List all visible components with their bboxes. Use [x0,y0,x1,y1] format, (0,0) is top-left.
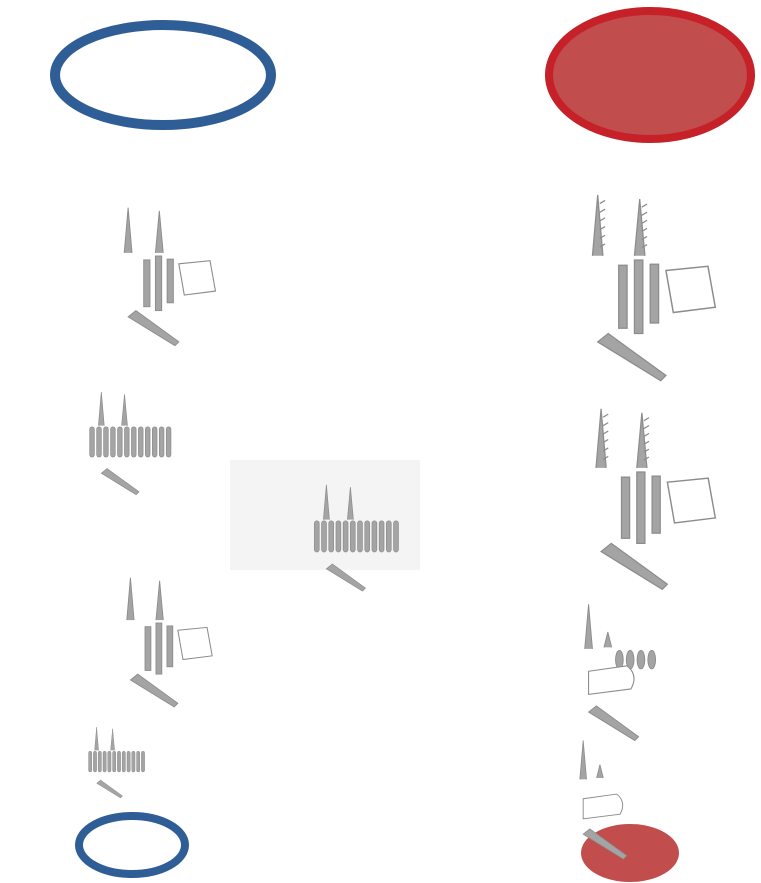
dorsal-spine [156,581,163,620]
rib-segment [113,751,116,772]
dorsal-spine [637,413,649,468]
rib-segment [111,427,116,457]
rib-oval [648,650,656,668]
rib-segment [372,521,377,552]
legend-ellipse-top-right [549,11,751,139]
dorsal-spine [585,604,593,649]
vertebra [621,477,629,538]
rib-segment [329,521,334,552]
pectoral-fin [583,794,623,819]
pectoral-fin [589,666,634,694]
dorsal-spine [124,208,132,253]
dorsal-spine [597,765,604,778]
rib-segment [118,427,123,457]
rib-segment [386,521,391,552]
pectoral-fin [178,627,212,659]
dorsal-spine [604,632,612,647]
dorsal-spine [127,578,134,620]
rib-segment [132,751,135,772]
vertebra [167,259,173,303]
rib-segment [90,427,95,457]
rib-segment [93,751,96,772]
rib-segment [127,751,130,772]
vertebra [156,623,162,674]
pectoral-fin [179,261,216,295]
rib-segment [350,521,355,552]
dorsal-spine [111,729,115,751]
rib-segment [131,427,136,457]
legend-ellipse-bottom-left [79,816,185,874]
rib-segment [98,751,101,772]
rib-segment [97,427,102,457]
rib-segment [152,427,157,457]
rib-segment [365,521,370,552]
rib-segment [379,521,384,552]
rib-segment [394,521,399,552]
vertebra [145,627,151,671]
rib-segment [108,751,111,772]
dorsal-spine [98,392,104,426]
dorsal-spine [323,485,329,520]
dorsal-spine [592,195,605,256]
rib-segment [125,427,130,457]
rib-segment [141,751,144,772]
vertebra [637,472,645,543]
rib-segment [314,521,319,552]
pectoral-fin [666,266,715,312]
rib-segment [104,427,109,457]
fish-specimen-l4 [35,712,159,788]
rib-oval [637,650,645,668]
fish-specimen-r1 [436,155,761,355]
vertebra [634,260,642,334]
rib-segment [336,521,341,552]
rib-segment [343,521,348,552]
vertebra [652,476,660,533]
legend-ellipse-top-left [55,25,271,125]
dorsal-spine [122,394,128,425]
fish-specimen-l3 [18,550,244,689]
fish-specimen-r3 [470,575,709,721]
rib-segment [117,751,120,772]
vertebra [144,260,150,307]
fish-specimen-r2 [444,370,760,564]
rib-segment [358,521,363,552]
rib-segment [122,751,125,772]
dorsal-spine [596,409,608,468]
dorsal-spine [347,487,353,519]
vertebra [167,626,173,667]
rib-segment [322,521,327,552]
dorsal-spine [95,727,99,750]
vertebra [619,265,627,328]
fish-specimen-l2 [12,370,192,480]
vertebra [155,256,161,311]
rib-segment [159,427,164,457]
dorsal-spine [580,740,587,779]
rib-segment [103,751,106,772]
rib-segment [138,427,143,457]
fish-specimen-c1 [234,462,420,576]
fish-specimen-r4 [480,715,688,842]
rib-segment [166,427,171,457]
pectoral-fin [667,478,715,523]
dorsal-spine [634,199,647,256]
rib-segment [145,427,150,457]
vertebra [650,264,658,323]
rib-segment [137,751,140,772]
dorsal-spine [155,211,163,253]
fish-specimen-l1 [8,178,250,326]
rib-segment [89,751,92,772]
